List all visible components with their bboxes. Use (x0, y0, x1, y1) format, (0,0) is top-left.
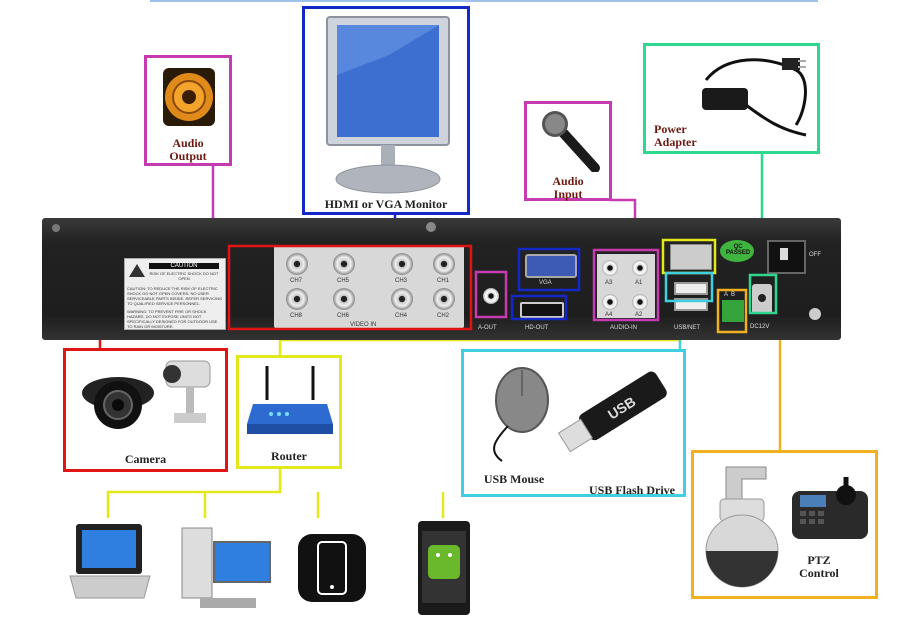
usb-mouse-label: USB Mouse (483, 472, 545, 486)
dome-camera-icon (82, 377, 154, 429)
ptz-camera-icon (705, 466, 779, 588)
phone-icon (298, 534, 366, 602)
hd-out-label: HD-OUT (525, 325, 549, 331)
qc-sticker (720, 240, 754, 262)
ptz-joystick-icon (792, 477, 868, 539)
caution-text: RISK OF ELECTRIC SHOCK DO NOT OPEN (149, 271, 219, 281)
audio-in-a3[interactable] (602, 260, 618, 276)
audio-input-box: Audio Input (524, 101, 612, 201)
audio-in-a1[interactable] (632, 260, 648, 276)
usb-port-1[interactable] (674, 282, 708, 295)
audio-in-ch-3: A2 (635, 312, 643, 318)
ch-label-bottom-2: CH4 (395, 313, 408, 319)
bullet-camera-icon (163, 360, 211, 423)
bnc-ch7[interactable] (286, 253, 308, 275)
ch-label-top-3: CH1 (437, 278, 450, 284)
video-in-label: VIDEO IN (350, 322, 377, 328)
caution-label: CAUTION RISK OF ELECTRIC SHOCK DO NOT OP… (124, 258, 226, 330)
top-screw (426, 222, 436, 232)
bnc-ch5[interactable] (333, 253, 355, 275)
usb-flash-label: USB Flash Drive (588, 483, 675, 497)
dc-label: DC12V (750, 324, 770, 330)
audio-in-label: AUDIO-IN (610, 325, 637, 331)
qc-label: QC PASSED (726, 244, 751, 256)
ab-label: A B (724, 292, 736, 298)
power-adapter-icon (702, 58, 807, 137)
camera-box: Camera (63, 348, 228, 472)
microphone-icon (542, 111, 600, 172)
rs485-terminal[interactable] (722, 300, 744, 322)
ch-label-bottom-0: CH8 (290, 313, 303, 319)
hdmi-port[interactable] (520, 302, 564, 318)
router-icon (247, 366, 333, 434)
caution-title: CAUTION (149, 263, 219, 269)
ch-label-top-0: CH7 (290, 278, 303, 284)
bnc-ch8[interactable] (286, 288, 308, 310)
bnc-ch3[interactable] (391, 253, 413, 275)
speaker-icon (163, 68, 215, 126)
usb-box: USB USB Mouse USB Flash Drive (461, 349, 686, 497)
audio-in-ch-1: A1 (635, 280, 643, 286)
warning-text: CAUTION: TO REDUCE THE RISK OF ELECTRIC … (127, 286, 223, 306)
audio-output-box: Audio Output (144, 55, 232, 166)
audio-in-a2[interactable] (632, 294, 648, 310)
ground-screw (809, 308, 821, 320)
off-label: OFF (809, 252, 821, 258)
audio-output-label: Audio Output (169, 136, 207, 163)
monitor-label: HDMI or VGA Monitor (324, 197, 448, 211)
ch-label-bottom-3: CH2 (437, 313, 450, 319)
android-phone-icon (418, 521, 470, 615)
usb-drive-icon: USB (557, 371, 667, 453)
ptz-box: PTZ Control (691, 450, 878, 599)
audio-in-a4[interactable] (602, 294, 618, 310)
power-adapter-box: Power Adapter (643, 43, 820, 154)
audio-in-ch-2: A4 (605, 312, 613, 318)
power-adapter-label: Power Adapter (654, 122, 697, 149)
monitor-box: HDMI or VGA Monitor (302, 6, 470, 215)
audio-in-ch-0: A3 (605, 280, 613, 286)
vga-label: VGA (539, 280, 552, 286)
ch-label-bottom-1: CH6 (337, 313, 350, 319)
router-box: Router (236, 355, 342, 469)
bnc-ch6[interactable] (333, 288, 355, 310)
ch-label-top-1: CH5 (337, 278, 350, 284)
camera-label: Camera (124, 452, 167, 466)
ptz-label: PTZ Control (799, 553, 839, 580)
ch-label-top-2: CH3 (395, 278, 408, 284)
bnc-ch1[interactable] (433, 253, 455, 275)
warning2-text: WARNING: TO PREVENT FIRE OR SHOCK HAZARD… (127, 309, 218, 329)
dvr-back-panel: CAUTION RISK OF ELECTRIC SHOCK DO NOT OP… (42, 218, 841, 340)
audio-out-jack[interactable] (483, 288, 499, 304)
ethernet-port[interactable] (670, 244, 712, 270)
router-label: Router (271, 449, 307, 463)
laptop-icon (69, 524, 151, 599)
vga-port[interactable] (525, 254, 577, 278)
usb-net-label: USB/NET (674, 325, 701, 331)
monitor-icon (326, 16, 450, 194)
mouse-icon (493, 367, 549, 462)
a-out-label: A-OUT (478, 325, 497, 331)
bnc-ch4[interactable] (391, 288, 413, 310)
bnc-ch2[interactable] (433, 288, 455, 310)
desktop-icon (181, 527, 271, 608)
audio-input-label: Audio Input (552, 174, 584, 201)
